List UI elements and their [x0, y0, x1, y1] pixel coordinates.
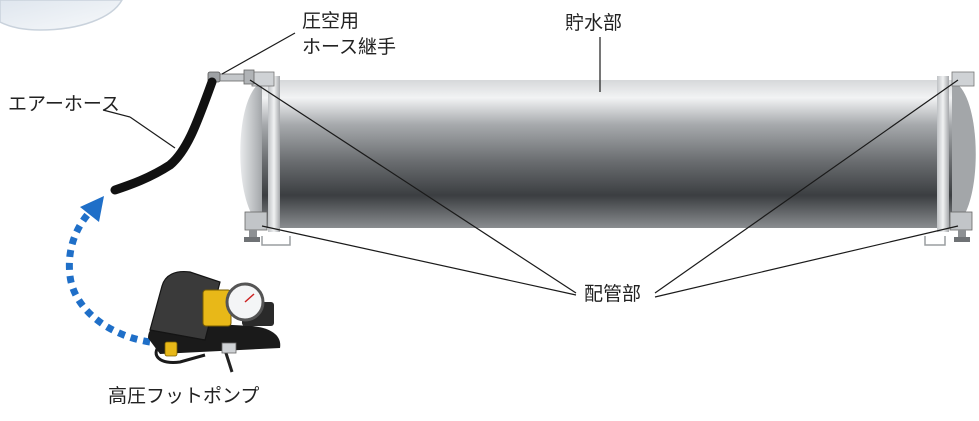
- label-piping: 配管部: [584, 283, 641, 305]
- tank-bottom-fitting-left: [244, 211, 291, 246]
- connection-arrow: [65, 196, 151, 346]
- leader-piping-2: [261, 225, 577, 296]
- storage-tank: [240, 71, 976, 246]
- foot-pump: [148, 270, 281, 373]
- leader-piping-3: [654, 79, 959, 294]
- leader-lines: [102, 32, 959, 298]
- label-air-hose: エアーホース: [8, 93, 120, 115]
- air-hose-coupling: [207, 69, 255, 85]
- tank-top-fitting-right: [951, 71, 975, 87]
- label-foot-pump: 高圧フットポンプ: [108, 385, 259, 407]
- label-coupling-line2: ホース継手: [302, 36, 396, 58]
- tank-band-right: [937, 76, 949, 232]
- tank-bottom-fitting-right: [924, 211, 973, 246]
- tank-band-left: [268, 76, 280, 232]
- leader-piping-4: [654, 225, 959, 298]
- leader-coupling: [221, 32, 296, 75]
- label-storage: 貯水部: [565, 12, 622, 34]
- leader-piping-1: [249, 79, 577, 294]
- corner-decoration: [0, 0, 123, 31]
- tank-right-cap: [948, 80, 976, 228]
- leader-air-hose-b: [129, 116, 176, 149]
- tank-left-cap: [240, 80, 268, 228]
- label-coupling-line1: 圧空用: [302, 10, 359, 32]
- tank-body: [262, 80, 952, 228]
- leader-air-hose-a: [102, 109, 131, 118]
- air-hose: [110, 77, 217, 195]
